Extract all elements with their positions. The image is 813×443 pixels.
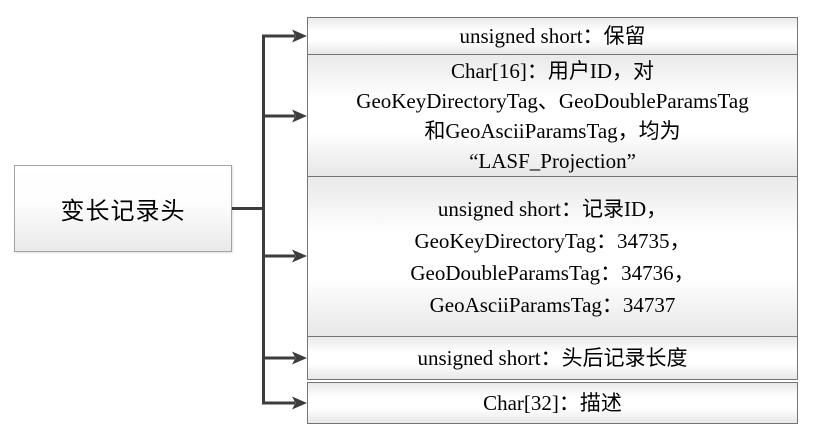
field-text: “LASF_Projection” <box>469 148 636 173</box>
field-text: GeoAsciiParamsTag：34737 <box>429 292 676 317</box>
field-text: Char[32]：描述 <box>483 391 622 415</box>
arrow-icon <box>292 109 307 123</box>
field-text: GeoKeyDirectoryTag：34735， <box>414 228 691 253</box>
field-box-record-id: unsigned short：记录ID， GeoKeyDirectoryTag：… <box>307 176 798 337</box>
field-text: unsigned short：头后记录长度 <box>417 346 688 370</box>
arrow-icon <box>292 29 307 43</box>
field-box-record-length-after-header: unsigned short：头后记录长度 <box>307 336 798 380</box>
field-box-user-id: Char[16]：用户ID，对 GeoKeyDirectoryTag、GeoDo… <box>307 54 798 177</box>
root-label: 变长记录头 <box>60 199 186 225</box>
arrow-icon <box>292 396 307 410</box>
field-text: Char[16]：用户ID，对 <box>451 58 654 83</box>
field-text: unsigned short：保留 <box>459 24 646 48</box>
arrow-icon <box>292 351 307 365</box>
field-text: 和GeoAsciiParamsTag，均为 <box>424 118 681 143</box>
field-text: unsigned short：记录ID， <box>437 196 668 221</box>
field-text: GeoKeyDirectoryTag、GeoDoubleParamsTag <box>356 88 749 113</box>
arrow-icon <box>292 249 307 263</box>
field-box-description: Char[32]：描述 <box>307 382 798 424</box>
field-stack: unsigned short：保留 Char[16]：用户ID，对 GeoKey… <box>307 17 798 424</box>
field-text: GeoDoubleParamsTag：34736， <box>410 260 695 285</box>
field-box-reserved: unsigned short：保留 <box>307 17 798 55</box>
root-node-variable-length-record-header: 变长记录头 <box>14 165 232 252</box>
